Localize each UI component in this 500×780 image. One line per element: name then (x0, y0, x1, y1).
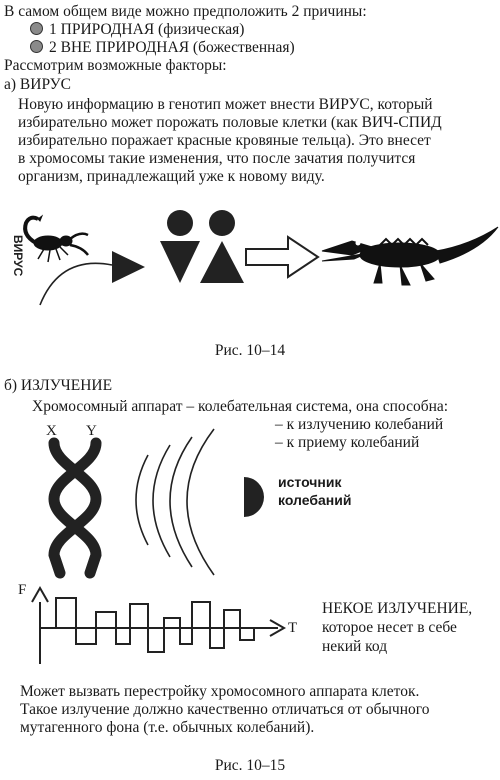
emission-label: которое несет в себе (322, 619, 457, 636)
emission-label: некий код (322, 638, 388, 655)
y-chromosome-label: Y (86, 423, 97, 439)
square-wave-signal (40, 597, 270, 653)
hollow-arrow-icon (245, 235, 320, 279)
source-label: источник (278, 474, 342, 490)
curved-arrow-icon (39, 251, 145, 306)
wave-arcs-icon (135, 428, 215, 576)
cause-label: 1 ПРИРОДНАЯ (физическая) (49, 21, 245, 38)
chromosome-helix-icon (48, 437, 102, 579)
paragraph-line: в хромосомы такие изменения, что после з… (18, 150, 416, 167)
signal-figure: F T (18, 582, 297, 664)
factors-line: Рассмотрим возможные факторы: (4, 57, 227, 74)
cause-item-2: 2 ВНЕ ПРИРОДНАЯ (божественная) (30, 39, 295, 57)
virus-label-text: ВИРУС (11, 235, 25, 277)
figure-caption: Рис. 10–14 (214, 342, 286, 359)
cause-label: 2 ВНЕ ПРИРОДНАЯ (божественная) (49, 39, 295, 56)
t-axis-label: T (288, 620, 297, 636)
t-axis-arrow-icon (40, 619, 287, 637)
capability-line: Хромосомный аппарат – колебательная сист… (32, 398, 449, 415)
f-axis-label: F (18, 582, 26, 598)
capability-item: – к излучению колебаний (275, 416, 444, 433)
scorpion-icon (23, 214, 89, 263)
paragraph-line: Новую информацию в генотип может внести … (18, 96, 433, 113)
figure-caption: Рис. 10–15 (214, 757, 286, 774)
conclusion-line: мутагенного фона (т.е. обычных колебаний… (20, 719, 315, 736)
cause-item-1: 1 ПРИРОДНАЯ (физическая) (30, 21, 244, 39)
paragraph-line: избирательно может порожать половые клет… (18, 114, 442, 131)
conclusion-line: Такое излучение должно качественно отлич… (20, 701, 430, 718)
male-figure-icon (160, 210, 200, 283)
intro-line: В самом общем виде можно предположить 2 … (4, 3, 367, 20)
crocodile-icon (321, 226, 499, 286)
virus-label: ВИРУС (11, 235, 25, 277)
paragraph-line: организм, принадлежащий уже к новому вид… (18, 168, 325, 185)
source-label: колебаний (278, 492, 351, 508)
figure-10-14: ВИРУС (11, 210, 499, 306)
section-a-heading: а) ВИРУС (4, 76, 71, 93)
conclusion-line: Может вызвать перестройку хромосомного а… (20, 683, 420, 700)
female-figure-icon (200, 210, 244, 283)
bullet-icon (30, 40, 43, 53)
bullet-icon (30, 22, 43, 35)
paragraph-line: избирательно поражает красные кровяные т… (18, 132, 431, 149)
section-b-heading: б) ИЗЛУЧЕНИЕ (4, 377, 113, 394)
emission-label: НЕКОЕ ИЗЛУЧЕНИЕ, (322, 600, 473, 617)
source-halfdisc-icon (244, 477, 264, 517)
f-axis-arrow-icon (31, 585, 49, 664)
capability-item: – к приему колебаний (275, 434, 420, 451)
chromosome-figure: X Y источник колебаний (46, 423, 351, 579)
x-chromosome-label: X (46, 423, 57, 439)
